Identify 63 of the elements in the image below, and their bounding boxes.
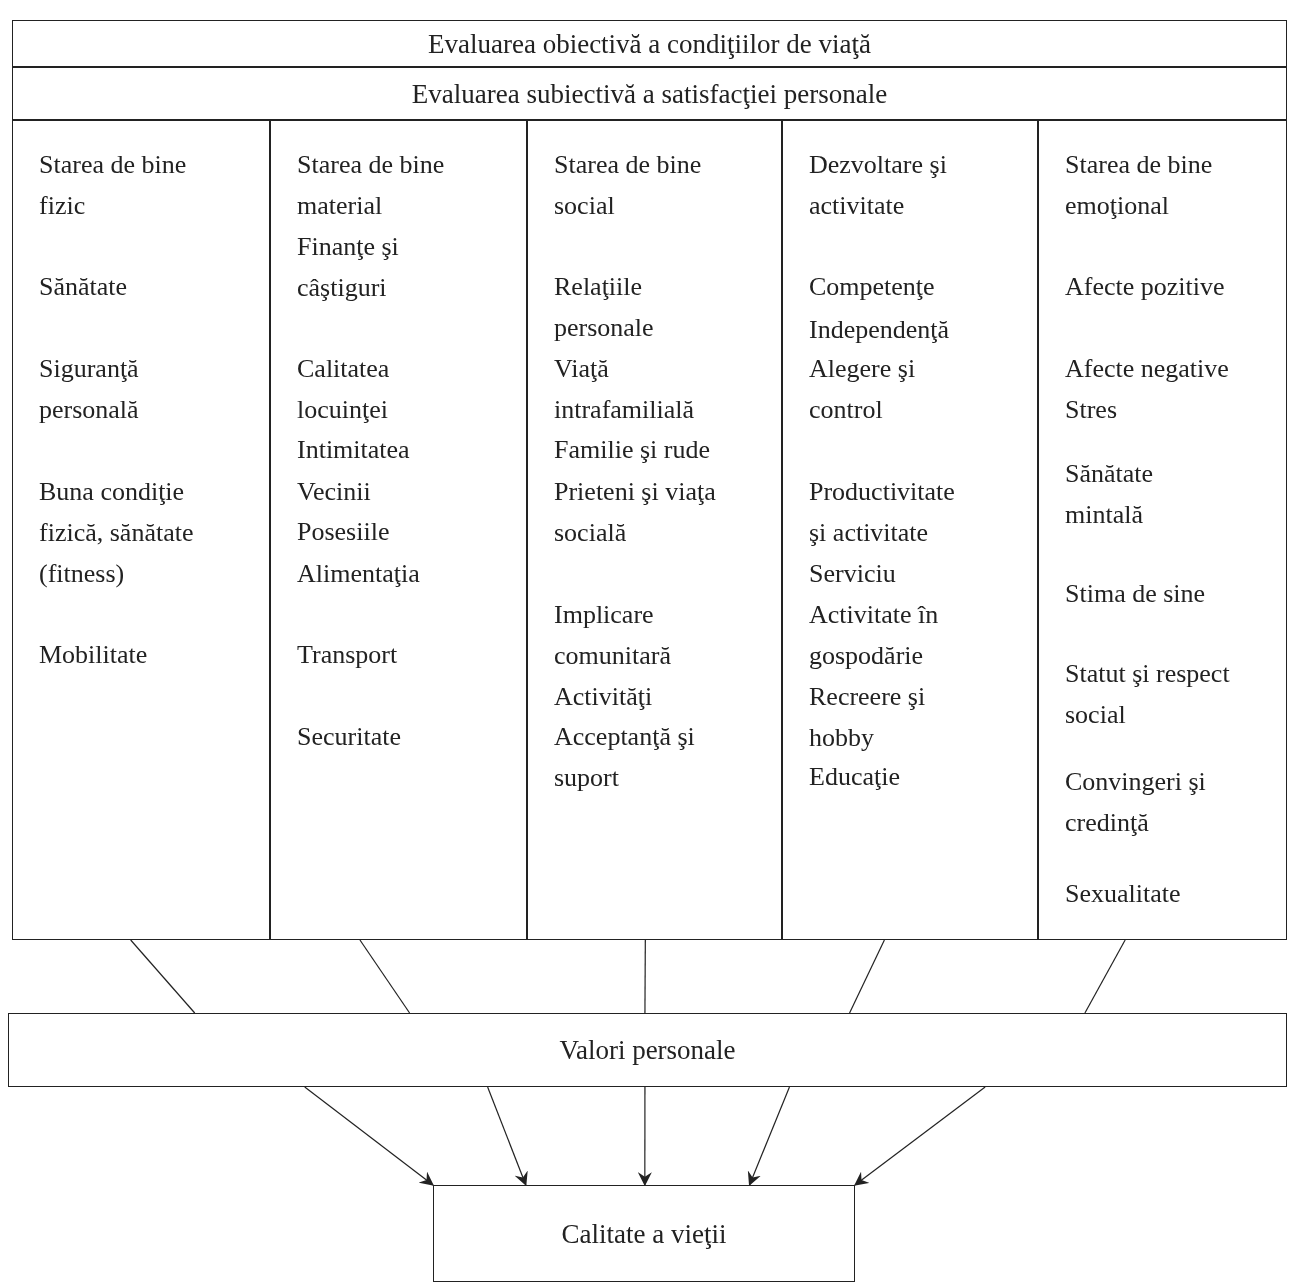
list-item: Stres — [1065, 394, 1118, 426]
connector-line — [644, 939, 646, 1014]
process-box — [433, 1185, 855, 1282]
connector-line — [130, 939, 196, 1014]
arrow — [487, 1086, 528, 1187]
list-item: Serviciu — [809, 558, 897, 590]
list-item: Calitatea locuinţei — [297, 353, 391, 426]
list-item: Independenţă — [809, 314, 951, 346]
list-item: Siguranţă personală — [39, 353, 140, 426]
category-column — [782, 120, 1038, 940]
header-band — [12, 20, 1287, 67]
list-item: Sexualitate — [1065, 878, 1182, 910]
column-heading: Starea de bine fizic — [39, 149, 188, 222]
column-heading: Starea de bine material — [297, 149, 446, 222]
arrow — [747, 1086, 791, 1187]
box-label: Valori personale — [559, 1034, 736, 1066]
list-item: Intimitatea — [297, 434, 411, 466]
box-label: Evaluarea subiectivă a satisfacţiei personale — [411, 77, 888, 110]
connector-line — [849, 939, 885, 1014]
list-item: Afecte negative — [1065, 353, 1230, 385]
list-item: Recreere şi hobby — [809, 681, 927, 754]
list-item: Sănătate — [39, 271, 129, 303]
list-item: Activităţi — [554, 681, 654, 713]
category-column — [1038, 120, 1287, 940]
connector-line — [1084, 939, 1126, 1014]
list-item: Acceptanţă şi suport — [554, 721, 696, 794]
list-item: Implicare comunitară — [554, 599, 672, 672]
list-item: Convingeri şi credinţă — [1065, 766, 1207, 839]
column-heading: Dezvoltare şi activitate — [809, 149, 948, 222]
list-item: Statut şi respect social — [1065, 658, 1230, 731]
list-item: Sănătate mintală — [1065, 458, 1155, 531]
list-item: Productivitate şi activitate — [809, 476, 956, 549]
list-item: Relaţiile personale — [554, 271, 655, 344]
list-item: Stima de sine — [1065, 578, 1207, 610]
category-column — [527, 120, 782, 940]
list-item: Alegere şi control — [809, 353, 917, 426]
list-item: Vecinii — [297, 476, 372, 508]
list-item: Afecte pozitive — [1065, 271, 1226, 303]
list-item: Finanţe şi câştiguri — [297, 231, 400, 304]
list-item: Activitate în gospodărie — [809, 599, 940, 672]
box-label: Evaluarea obiectivă a condiţiilor de viaţă — [427, 27, 872, 60]
list-item: Competenţe — [809, 271, 936, 303]
connector-line — [359, 939, 411, 1014]
header-band — [12, 67, 1287, 120]
list-item: Alimentaţia — [297, 558, 421, 590]
category-column — [270, 120, 527, 940]
column-heading: Starea de bine social — [554, 149, 703, 222]
category-column — [12, 120, 270, 940]
list-item: Posesiile — [297, 516, 391, 548]
list-item: Transport — [297, 639, 399, 671]
list-item: Buna condiţie fizică, sănătate (fitness) — [39, 476, 195, 590]
list-item: Viaţă intrafamilială — [554, 353, 696, 426]
list-item: Prieteni şi viaţa socială — [554, 476, 717, 549]
arrow — [304, 1086, 434, 1186]
box-label: Calitate a vieţii — [561, 1217, 727, 1250]
arrow — [637, 1086, 652, 1187]
list-item: Familie şi rude — [554, 434, 711, 466]
list-item: Mobilitate — [39, 639, 149, 671]
column-heading: Starea de bine emoţional — [1065, 149, 1214, 222]
list-item: Securitate — [297, 721, 402, 753]
process-box — [8, 1013, 1287, 1087]
arrow — [854, 1086, 986, 1186]
list-item: Educaţie — [809, 761, 901, 793]
